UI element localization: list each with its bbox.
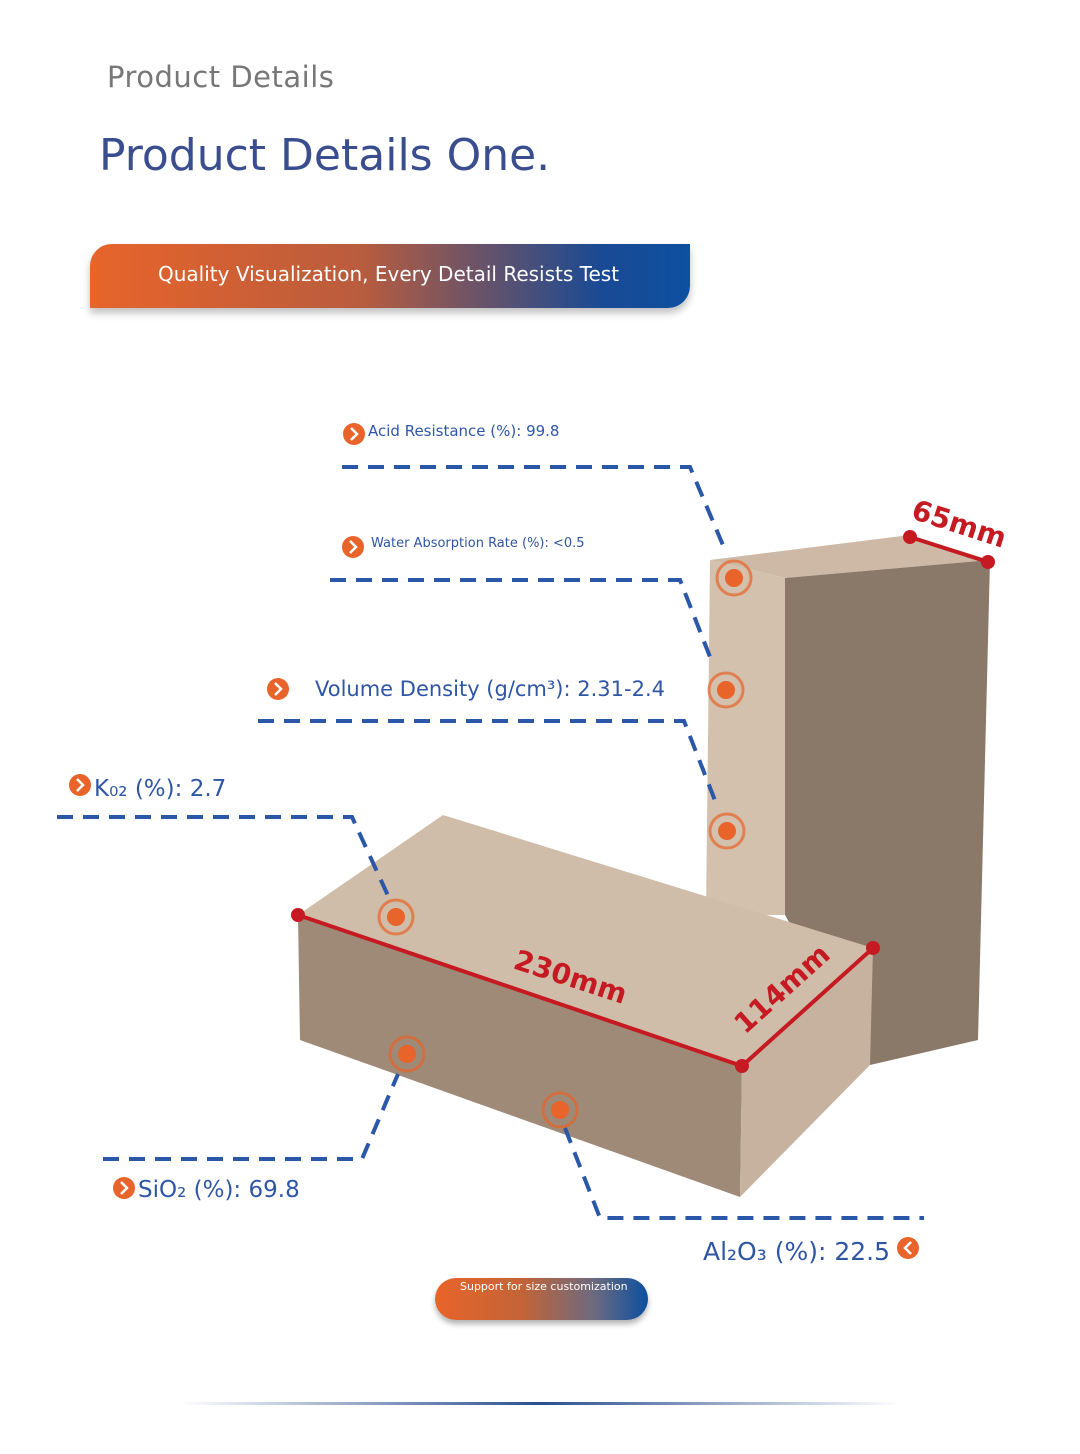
lying-brick-end (740, 948, 873, 1197)
lying-brick-top (298, 815, 873, 1066)
spec-acid-resistance: Acid Resistance (%): 99.8 (368, 422, 559, 440)
banner: Quality Visualization, Every Detail Resi… (90, 244, 690, 308)
customization-badge: Support for size customization (435, 1278, 648, 1320)
spec-sio2: SiO₂ (%): 69.8 (138, 1177, 300, 1203)
chevron-right-icon (342, 536, 364, 558)
spec-volume-density: Volume Density (g/cm³): 2.31-2.4 (315, 677, 665, 701)
chevron-right-icon (113, 1177, 135, 1199)
target-markers (377, 559, 753, 1129)
section-kicker: Product Details (107, 60, 335, 94)
lying-brick-front (298, 915, 742, 1197)
spec-water-absorption: Water Absorption Rate (%): <0.5 (371, 536, 585, 551)
page-title: Product Details One. (99, 130, 551, 181)
banner-text: Quality Visualization, Every Detail Resi… (158, 262, 620, 286)
chevron-right-icon (343, 423, 365, 445)
dimension-lines (297, 535, 989, 1068)
standing-brick-side (706, 560, 785, 915)
spec-k2o: K₀₂ (%): 2.7 (94, 776, 226, 802)
chevron-right-icon (69, 774, 91, 796)
spec-al2o3: Al₂O₃ (%): 22.5 (703, 1237, 890, 1266)
leader-lines (57, 465, 924, 1220)
standing-brick-top (710, 535, 990, 578)
chevron-left-icon (897, 1237, 919, 1259)
customization-text: Support for size customization (460, 1280, 628, 1293)
chevron-right-icon (267, 678, 289, 700)
divider (180, 1402, 900, 1405)
